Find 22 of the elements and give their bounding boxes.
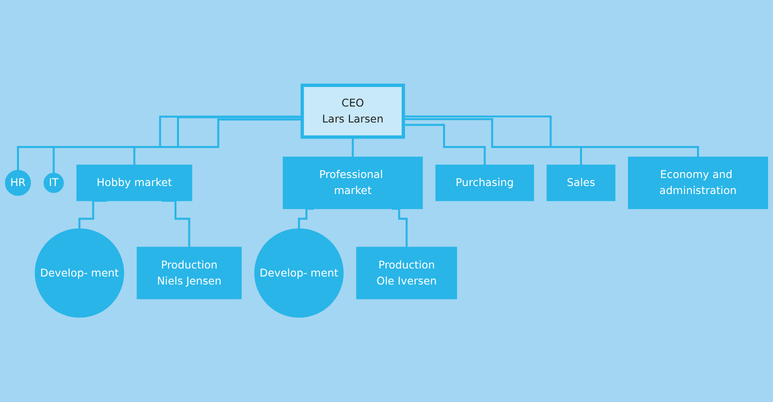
connector [403,115,699,158]
connector [403,118,582,166]
connector [16,115,302,171]
node-circle: HR [4,170,31,196]
connector [392,207,408,248]
connector [403,124,486,166]
node-box: Economy and administration [628,156,768,209]
connector [52,116,302,174]
node-box: Production Ole Iversen [356,246,458,299]
node-box: Production Niels Jensen [136,246,242,299]
connector [133,118,302,166]
node-box: Hobby market [76,164,192,201]
node-box: Professional market [282,156,423,209]
node-box: Purchasing [435,164,534,201]
connector [78,199,107,230]
connector [162,199,190,248]
node-box: CEO Lars Larsen [300,83,405,138]
node-box: Sales [546,164,616,201]
node-circle: Develop- ment [34,228,124,318]
node-circle: IT [44,172,64,193]
connector [298,207,314,230]
node-circle: Develop- ment [254,228,344,318]
